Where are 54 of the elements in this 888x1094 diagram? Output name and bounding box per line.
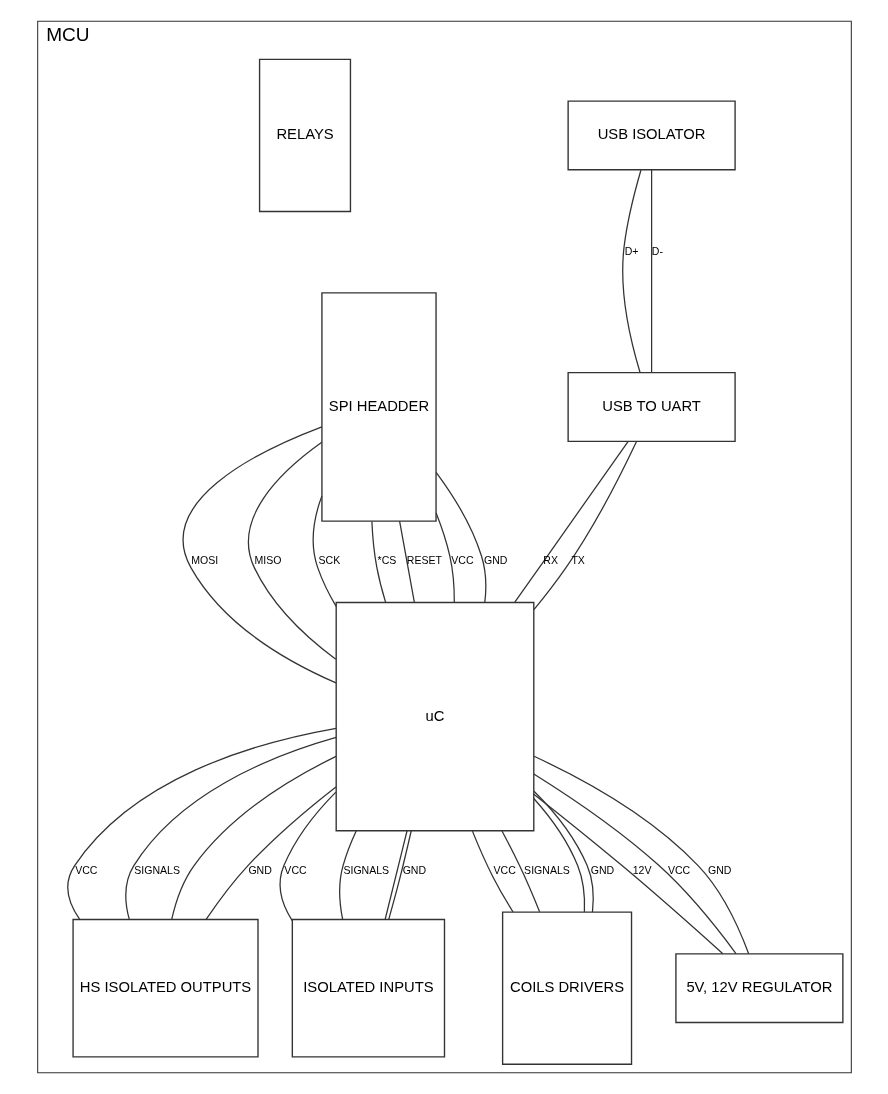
- connector: [532, 790, 594, 913]
- edge-label: GND: [707, 864, 731, 877]
- edge-label: *CS: [377, 554, 396, 567]
- node-box: USB TO UART: [566, 371, 736, 442]
- connector: [532, 793, 723, 955]
- node-box: SPI HEADDER: [320, 292, 437, 522]
- connector: [66, 727, 337, 920]
- edge-label: SIGNALS: [523, 864, 570, 877]
- connector: [513, 440, 629, 603]
- edge-label: SCK: [317, 554, 340, 567]
- connector: [471, 830, 514, 913]
- edge-label: VCC: [450, 554, 474, 567]
- node-box: RELAYS: [258, 58, 351, 213]
- connector: [398, 520, 415, 603]
- edge-label: VCC: [74, 864, 97, 877]
- node-box: HS ISOLATED OUTPUTS: [71, 918, 259, 1058]
- edge-label: VCC: [283, 864, 307, 877]
- node-box: USB ISOLATOR: [566, 100, 736, 171]
- connector: [435, 471, 486, 603]
- node-box: ISOLATED INPUTS: [291, 918, 445, 1058]
- edge-label: MOSI: [190, 554, 218, 567]
- connector: [170, 755, 337, 921]
- edge-label: SIGNALS: [133, 864, 180, 877]
- connector: [532, 797, 585, 913]
- connector: [532, 440, 637, 611]
- connector: [124, 736, 337, 920]
- edge-label: RX: [542, 554, 558, 567]
- edge-label: D+: [624, 244, 638, 257]
- connector: [205, 786, 337, 921]
- connector: [312, 495, 337, 607]
- connector: [500, 830, 540, 913]
- connector: [278, 791, 336, 922]
- node-box: uC: [335, 601, 534, 832]
- edge-label: 12V: [632, 864, 651, 877]
- connector: [650, 169, 652, 373]
- edge-label: VCC: [493, 864, 516, 877]
- edge-label: SIGNALS: [342, 864, 389, 877]
- edge-label: GND: [247, 864, 272, 877]
- edge-label: GND: [483, 554, 507, 567]
- node-box: COILS DRIVERS: [501, 911, 632, 1065]
- edge-label: GND: [402, 864, 426, 877]
- edge-label: RESET: [406, 554, 442, 567]
- connector: [338, 830, 357, 920]
- edge-label: GND: [590, 864, 614, 877]
- node-box: 5V, 12V REGULATOR: [674, 953, 844, 1024]
- edge-label: D-: [651, 244, 663, 257]
- connector: [435, 512, 455, 603]
- connector: [182, 426, 337, 684]
- connector: [621, 169, 642, 374]
- edge-label: TX: [570, 554, 585, 567]
- connector: [247, 441, 336, 660]
- edge-label: MISO: [254, 554, 282, 567]
- edge-label: VCC: [667, 864, 690, 877]
- connector: [370, 520, 386, 603]
